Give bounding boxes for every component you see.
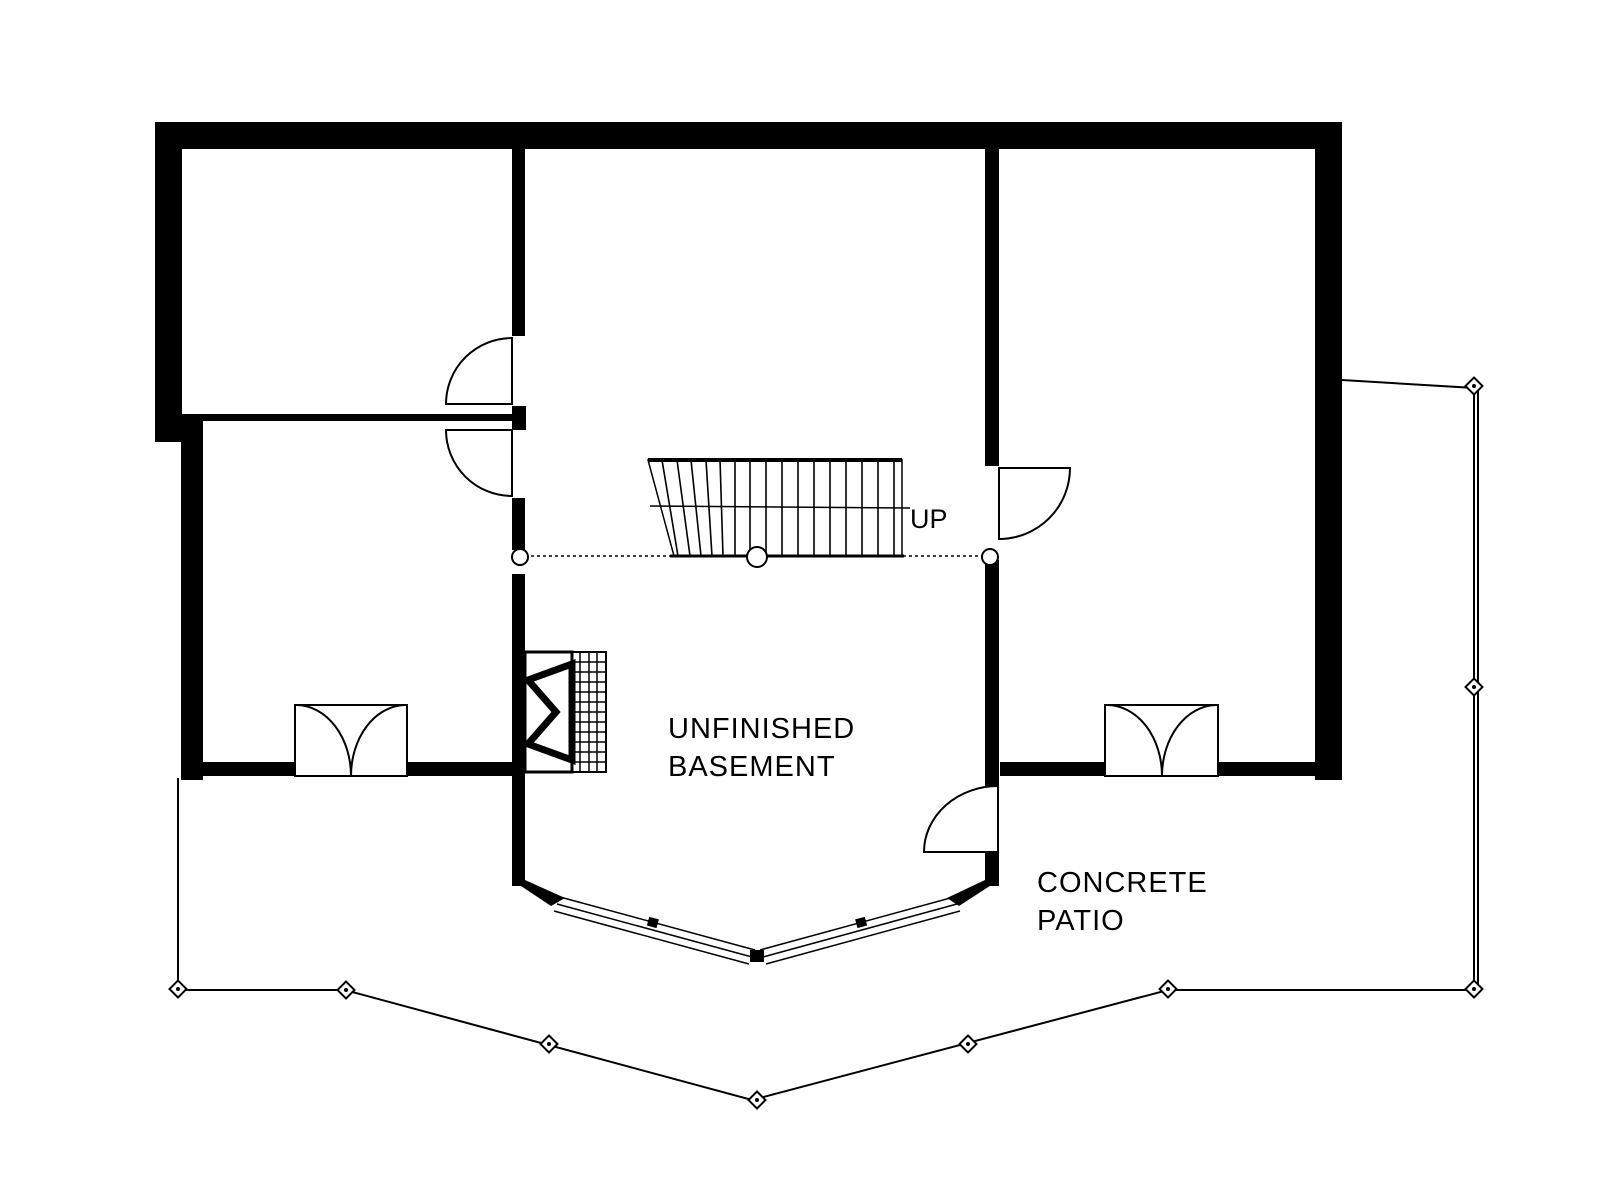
door-swing-lower-left: [444, 429, 513, 498]
center-right-wall-lower: [985, 560, 999, 786]
stair-up-label: UP: [910, 504, 948, 534]
beam-post: [511, 548, 529, 566]
door-swing-upper-left: [444, 336, 513, 405]
beam-post: [746, 546, 768, 568]
center-left-wall-lower: [512, 574, 525, 886]
center-right-wall-upper: [985, 140, 999, 466]
patio-post: [958, 1034, 978, 1054]
center-left-wall-mid: [512, 498, 525, 550]
staircase: UP: [647, 458, 948, 558]
outer-wall-top: [155, 122, 1342, 149]
basement-label-line2: BASEMENT: [668, 751, 836, 783]
left-rooms-divider-end: [512, 406, 526, 430]
center-left-wall-upper: [512, 140, 525, 336]
fireplace: [521, 650, 607, 774]
fireplace-firebox: [521, 659, 576, 765]
bay-window-left: [553, 910, 750, 965]
right-room-bottom-wall: [1218, 762, 1342, 776]
bay-window-right: [762, 903, 958, 958]
outer-wall-left-lower: [181, 420, 203, 780]
left-room-bottom-wall: [181, 762, 295, 776]
beam-line: [511, 546, 999, 568]
beam-post: [981, 548, 999, 566]
patio-post: [1464, 677, 1484, 697]
hearth-grid-lines: [572, 652, 606, 772]
stair-direction-arrow: [649, 505, 911, 509]
bay-window-left: [556, 903, 753, 958]
outer-wall-left-upper: [155, 122, 182, 442]
window-mullion: [646, 916, 659, 929]
bay-windows: [553, 896, 961, 965]
doors: [294, 336, 1219, 853]
basement-label-line1: UNFINISHED: [668, 713, 855, 745]
right-room-double-door: [1104, 704, 1219, 777]
door-swing-patio: [922, 784, 999, 853]
walls: [155, 122, 1342, 962]
patio-post: [1464, 376, 1484, 396]
right-room-bottom-wall: [1000, 762, 1105, 776]
patio-posts: [168, 376, 1484, 1110]
center-right-wall-bottom: [985, 850, 999, 886]
patio-post: [1158, 979, 1178, 999]
center-bottom-post: [750, 950, 764, 962]
patio-post: [539, 1034, 559, 1054]
patio-label-line1: CONCRETE: [1037, 867, 1208, 899]
left-room-double-door: [294, 704, 408, 777]
patio-post: [747, 1090, 767, 1110]
patio-label-line2: PATIO: [1037, 905, 1125, 937]
left-room-bottom-wall: [407, 762, 525, 776]
patio-post: [336, 980, 356, 1000]
patio-post: [1464, 979, 1484, 999]
left-rooms-divider: [181, 414, 512, 421]
room-labels: UNFINISHED BASEMENT CONCRETE PATIO: [668, 713, 1208, 937]
center-angled-wall-right: [947, 880, 999, 906]
window-mullion: [855, 916, 868, 929]
patio-post: [168, 979, 188, 999]
outer-wall-right: [1315, 122, 1342, 780]
bay-window-right: [765, 910, 961, 965]
center-angled-wall-left: [512, 880, 565, 906]
door-swing-right-room: [998, 467, 1072, 541]
